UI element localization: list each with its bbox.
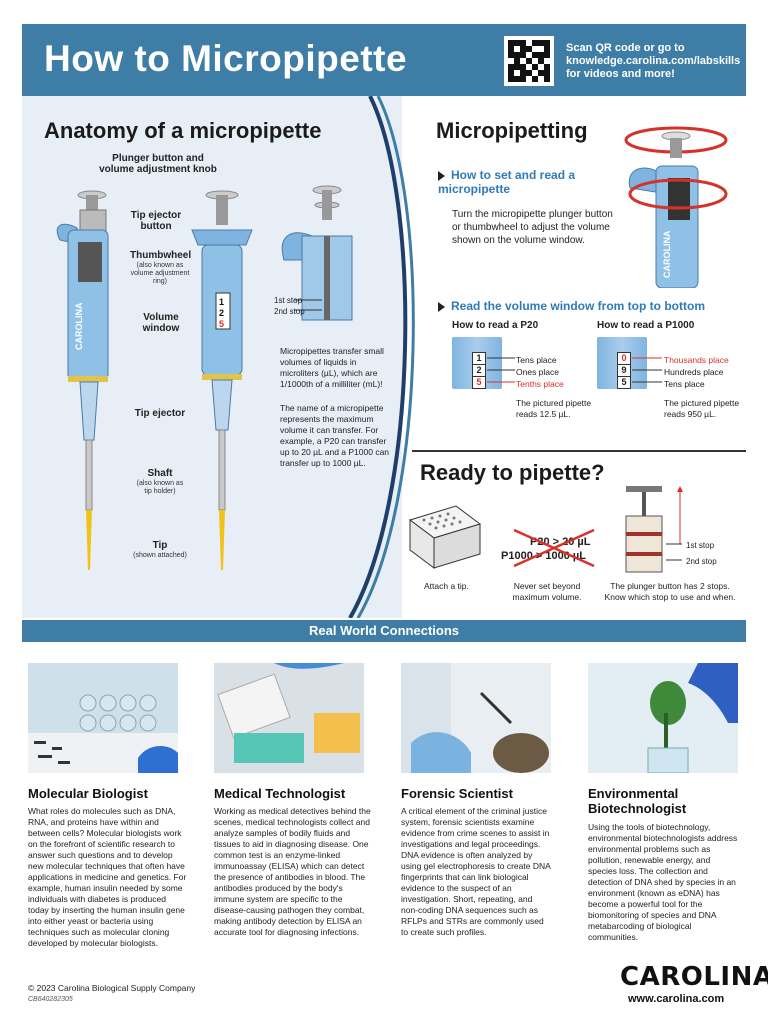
p1000-leader-lines bbox=[632, 357, 662, 383]
tip-label: Tip bbox=[152, 540, 168, 551]
scan-text: Scan QR code or go to knowledge.carolina… bbox=[566, 42, 741, 80]
p20-row-ones: Ones place bbox=[516, 367, 559, 377]
cross-out-icon bbox=[513, 528, 595, 568]
career-title-3: Forensic Scientist bbox=[401, 786, 513, 801]
read-window-heading: Read the volume window from top to botto… bbox=[438, 299, 738, 313]
pipette-illustrations: CAROLINA 1 2 5 bbox=[56, 185, 353, 570]
thumbwheel-sublabel: (also known as volume adjustment ring) bbox=[130, 262, 190, 285]
p20-heading: How to read a P20 bbox=[452, 320, 539, 331]
shaft-label: Shaft bbox=[147, 468, 173, 479]
p20-leader-lines bbox=[487, 357, 515, 383]
p1000-reads: The pictured pipette reads 950 µL. bbox=[664, 398, 740, 419]
real-world-band: Real World Connections bbox=[22, 620, 746, 642]
p20-row-tenths: Tenths place bbox=[516, 379, 564, 389]
tip-sublabel: (shown attached) bbox=[133, 552, 187, 559]
ready-second-stop: 2nd stop bbox=[686, 557, 717, 566]
career-title-4: Environmental Biotechnologist bbox=[588, 786, 687, 816]
ready-first-stop: 1st stop bbox=[686, 541, 715, 550]
medical-technologist-photo bbox=[214, 663, 364, 773]
p20-digit-tenths: 5 bbox=[472, 376, 486, 389]
career-text-3: A critical element of the criminal justi… bbox=[401, 806, 551, 937]
header-banner: How to Micropipette Scan QR code or go t… bbox=[22, 24, 746, 96]
plunger-label: Plunger button and volume adjustment kno… bbox=[99, 153, 217, 175]
career-text-4: Using the tools of biotechnology, enviro… bbox=[588, 822, 738, 942]
p1000-row-thousands: Thousands place bbox=[664, 355, 729, 365]
environmental-biotechnologist-photo bbox=[588, 663, 738, 773]
career-title-1: Molecular Biologist bbox=[28, 786, 148, 801]
p1000-row-tens: Tens place bbox=[664, 379, 705, 389]
attach-tip-text: Attach a tip. bbox=[424, 581, 469, 591]
product-code: CB640282305 bbox=[28, 996, 73, 1003]
volume-window-label: Volume window bbox=[142, 312, 180, 334]
panel-divider-curve bbox=[330, 96, 415, 618]
career-text-1: What roles do molecules such as DNA, RNA… bbox=[28, 806, 187, 948]
tip-ejector-label: Tip ejector bbox=[134, 408, 186, 419]
career-title-2: Medical Technologist bbox=[214, 786, 346, 801]
forensic-scientist-photo bbox=[401, 663, 551, 773]
svg-text:2: 2 bbox=[219, 308, 224, 318]
svg-text:CAROLINA: CAROLINA bbox=[662, 230, 672, 278]
p20-reads: The pictured pipette reads 12.5 µL. bbox=[516, 398, 592, 419]
tip-ejector-button-label: Tip ejector button bbox=[130, 210, 182, 232]
molecular-biologist-photo bbox=[28, 663, 178, 773]
stops-text: The plunger button has 2 stops. Know whi… bbox=[604, 581, 736, 602]
section-divider bbox=[412, 450, 746, 452]
ready-title: Ready to pipette? bbox=[420, 460, 605, 485]
carolina-url[interactable]: www.carolina.com bbox=[628, 993, 725, 1005]
career-text-2: Working as medical detectives behind the… bbox=[214, 806, 371, 937]
carolina-logo: CAROLINA bbox=[620, 962, 768, 992]
first-stop-label: 1st stop bbox=[274, 296, 303, 305]
shaft-sublabel: (also known as tip holder) bbox=[136, 480, 184, 495]
p20-row-tens: Tens place bbox=[516, 355, 557, 365]
anatomy-title: Anatomy of a micropipette bbox=[44, 118, 322, 143]
p1000-digit-tens: 5 bbox=[617, 376, 631, 389]
tip-box-icon bbox=[408, 505, 482, 569]
second-stop-label: 2nd stop bbox=[274, 307, 305, 316]
anatomy-note-name: The name of a micropipette represents th… bbox=[280, 403, 390, 468]
plunger-stops-icon bbox=[625, 486, 683, 573]
set-read-text: Turn the micropipette plunger button or … bbox=[452, 209, 613, 246]
triangle-bullet-icon bbox=[438, 170, 445, 181]
p1000-row-hundreds: Hundreds place bbox=[664, 367, 724, 377]
page-title: How to Micropipette bbox=[44, 38, 408, 79]
thumbwheel-label: Thumbwheel bbox=[130, 250, 192, 261]
never-exceed-text: Never set beyond maximum volume. bbox=[512, 581, 582, 602]
triangle-bullet-icon bbox=[438, 301, 445, 312]
micropipetting-title: Micropipetting bbox=[436, 118, 588, 143]
copyright: © 2023 Carolina Biological Supply Compan… bbox=[28, 983, 196, 993]
svg-text:CAROLINA: CAROLINA bbox=[74, 302, 84, 350]
svg-text:1: 1 bbox=[219, 297, 224, 307]
anatomy-note-volume: Micropipettes transfer small volumes of … bbox=[280, 346, 384, 389]
pipette-rotation-illustration: CAROLINA bbox=[624, 126, 728, 288]
svg-text:5: 5 bbox=[219, 319, 224, 329]
set-read-heading: How to set and read a micropipette bbox=[438, 168, 576, 196]
p1000-heading: How to read a P1000 bbox=[597, 320, 695, 331]
qr-code[interactable] bbox=[504, 36, 554, 86]
